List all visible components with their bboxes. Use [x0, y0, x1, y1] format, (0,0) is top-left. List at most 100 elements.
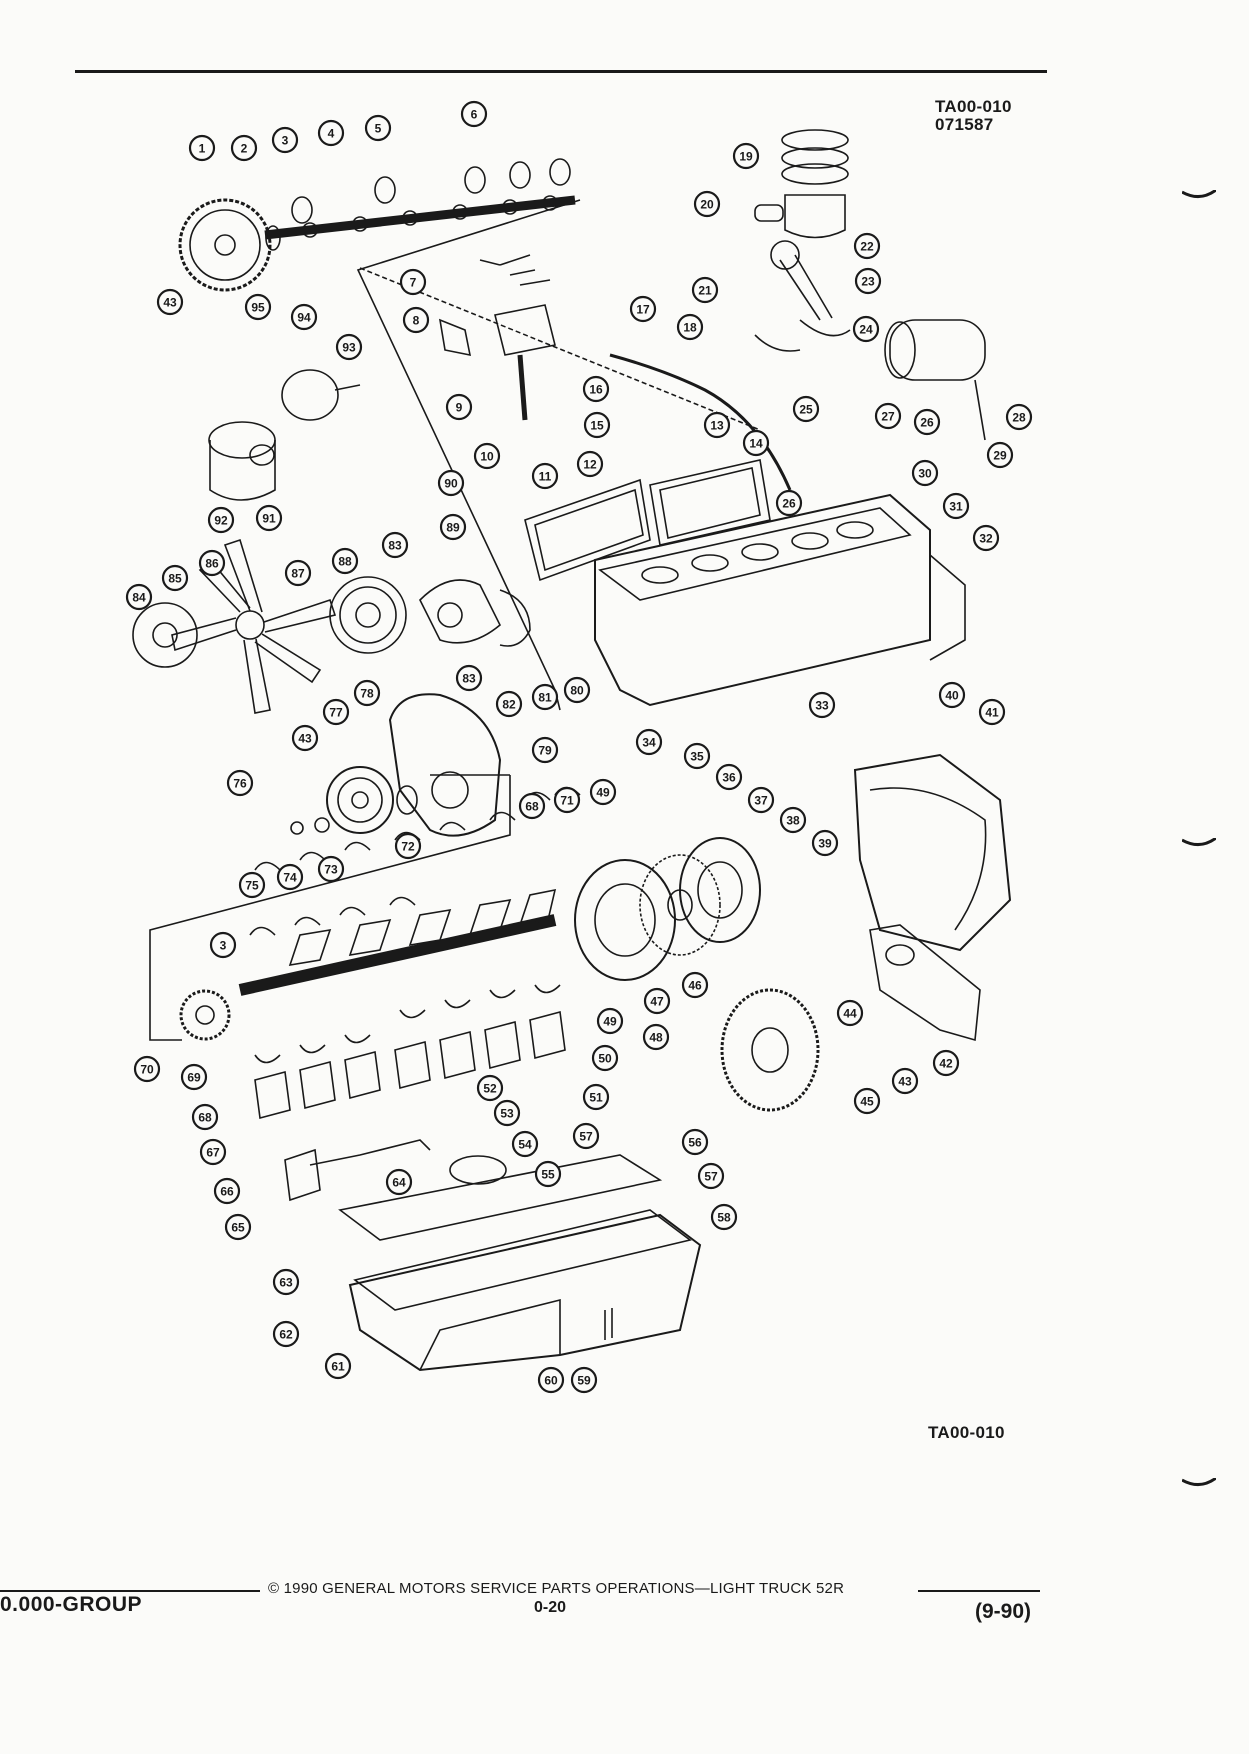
callout-number: 29: [993, 449, 1007, 463]
callout-6: 6: [460, 100, 488, 128]
callout-68: 68: [191, 1103, 219, 1131]
oil-pump-drawing: [284, 1139, 507, 1202]
callout-number: 94: [297, 311, 311, 325]
callout-number: 86: [205, 557, 219, 571]
callout-16: 16: [582, 375, 610, 403]
callout-91: 91: [255, 504, 283, 532]
callout-number: 60: [544, 1374, 558, 1388]
callout-number: 92: [214, 514, 228, 528]
inspection-cover-drawing: [869, 924, 981, 1042]
callout-number: 82: [502, 698, 516, 712]
callout-93: 93: [335, 333, 363, 361]
callout-number: 90: [444, 477, 458, 491]
callout-number: 3: [282, 134, 289, 148]
callout-number: 26: [782, 497, 796, 511]
callout-13: 13: [703, 411, 731, 439]
callout-number: 54: [518, 1138, 532, 1152]
callout-number: 50: [598, 1052, 612, 1066]
callout-20: 20: [693, 190, 721, 218]
callout-86: 86: [198, 549, 226, 577]
callout-number: 11: [539, 470, 552, 484]
callout-44: 44: [836, 999, 864, 1027]
callout-number: 38: [786, 814, 800, 828]
callout-49: 49: [589, 778, 617, 806]
callout-number: 64: [392, 1176, 406, 1190]
callout-number: 12: [583, 458, 597, 472]
callout-70: 70: [133, 1055, 161, 1083]
callout-number: 80: [570, 684, 584, 698]
callout-84: 84: [125, 583, 153, 611]
callout-71: 71: [553, 786, 581, 814]
fuel-pump-drawing: [281, 369, 361, 421]
callout-77: 77: [322, 698, 350, 726]
callout-number: 23: [861, 275, 875, 289]
callout-90: 90: [437, 469, 465, 497]
callout-59: 59: [570, 1366, 598, 1394]
callout-number: 49: [596, 786, 610, 800]
footer-rule-right: [918, 1590, 1040, 1592]
callout-number: 77: [329, 706, 343, 720]
callout-number: 53: [500, 1107, 514, 1121]
copyright-line: © 1990 GENERAL MOTORS SERVICE PARTS OPER…: [268, 1580, 845, 1597]
callout-32: 32: [972, 524, 1000, 552]
callout-15: 15: [583, 411, 611, 439]
callout-number: 33: [815, 699, 829, 713]
footer-rule-left: [0, 1590, 260, 1592]
callout-number: 72: [401, 840, 415, 854]
callout-61: 61: [324, 1352, 352, 1380]
callout-number: 84: [132, 591, 146, 605]
damper-drawing: [290, 766, 418, 835]
crank-gear-drawing: [179, 989, 231, 1041]
callout-number: 91: [262, 512, 276, 526]
callout-79: 79: [531, 736, 559, 764]
callout-11: 11: [531, 462, 559, 490]
callout-number: 19: [739, 150, 753, 164]
callout-number: 48: [649, 1031, 663, 1045]
figure-code-line1: TA00-010: [935, 97, 1012, 116]
figure-caption: TA00-010: [928, 1423, 1005, 1442]
cam-bearings: [291, 158, 571, 224]
connecting-rod-drawing: [754, 240, 851, 352]
main-bearing-caps: [254, 1010, 566, 1120]
callout-89: 89: [439, 513, 467, 541]
callout-number: 59: [577, 1374, 591, 1388]
callout-number: 62: [279, 1328, 293, 1342]
callout-number: 65: [231, 1221, 245, 1235]
callout-1: 1: [188, 134, 216, 162]
callout-number: 51: [589, 1091, 603, 1105]
callout-42: 42: [932, 1049, 960, 1077]
callout-68: 68: [518, 792, 546, 820]
callout-57: 57: [697, 1162, 725, 1190]
callout-49: 49: [596, 1007, 624, 1035]
starter-drawing: [884, 319, 986, 441]
callout-65: 65: [224, 1213, 252, 1241]
callout-22: 22: [853, 232, 881, 260]
figure-code: TA00-010 071587: [935, 98, 1012, 134]
callout-94: 94: [290, 303, 318, 331]
callout-number: 88: [338, 555, 352, 569]
callout-number: 71: [560, 794, 574, 808]
margin-mark-2: [1182, 838, 1216, 846]
callout-number: 36: [722, 771, 736, 785]
callout-12: 12: [576, 450, 604, 478]
callout-83: 83: [455, 664, 483, 692]
callout-number: 74: [283, 871, 297, 885]
callout-73: 73: [317, 855, 345, 883]
callout-88: 88: [331, 547, 359, 575]
callout-54: 54: [511, 1130, 539, 1158]
callout-35: 35: [683, 742, 711, 770]
callout-number: 2: [241, 142, 248, 156]
callout-14: 14: [742, 429, 770, 457]
dipstick-tube-drawing: [609, 353, 792, 491]
callout-58: 58: [710, 1203, 738, 1231]
callout-number: 10: [480, 450, 494, 464]
margin-mark-3: [1182, 1478, 1216, 1486]
callout-number: 49: [603, 1015, 617, 1029]
page-number: 0-20: [534, 1599, 567, 1616]
main-bearings-upper: [249, 786, 581, 936]
callout-8: 8: [402, 306, 430, 334]
callout-number: 28: [1012, 411, 1026, 425]
callout-87: 87: [284, 559, 312, 587]
callout-number: 76: [233, 777, 247, 791]
